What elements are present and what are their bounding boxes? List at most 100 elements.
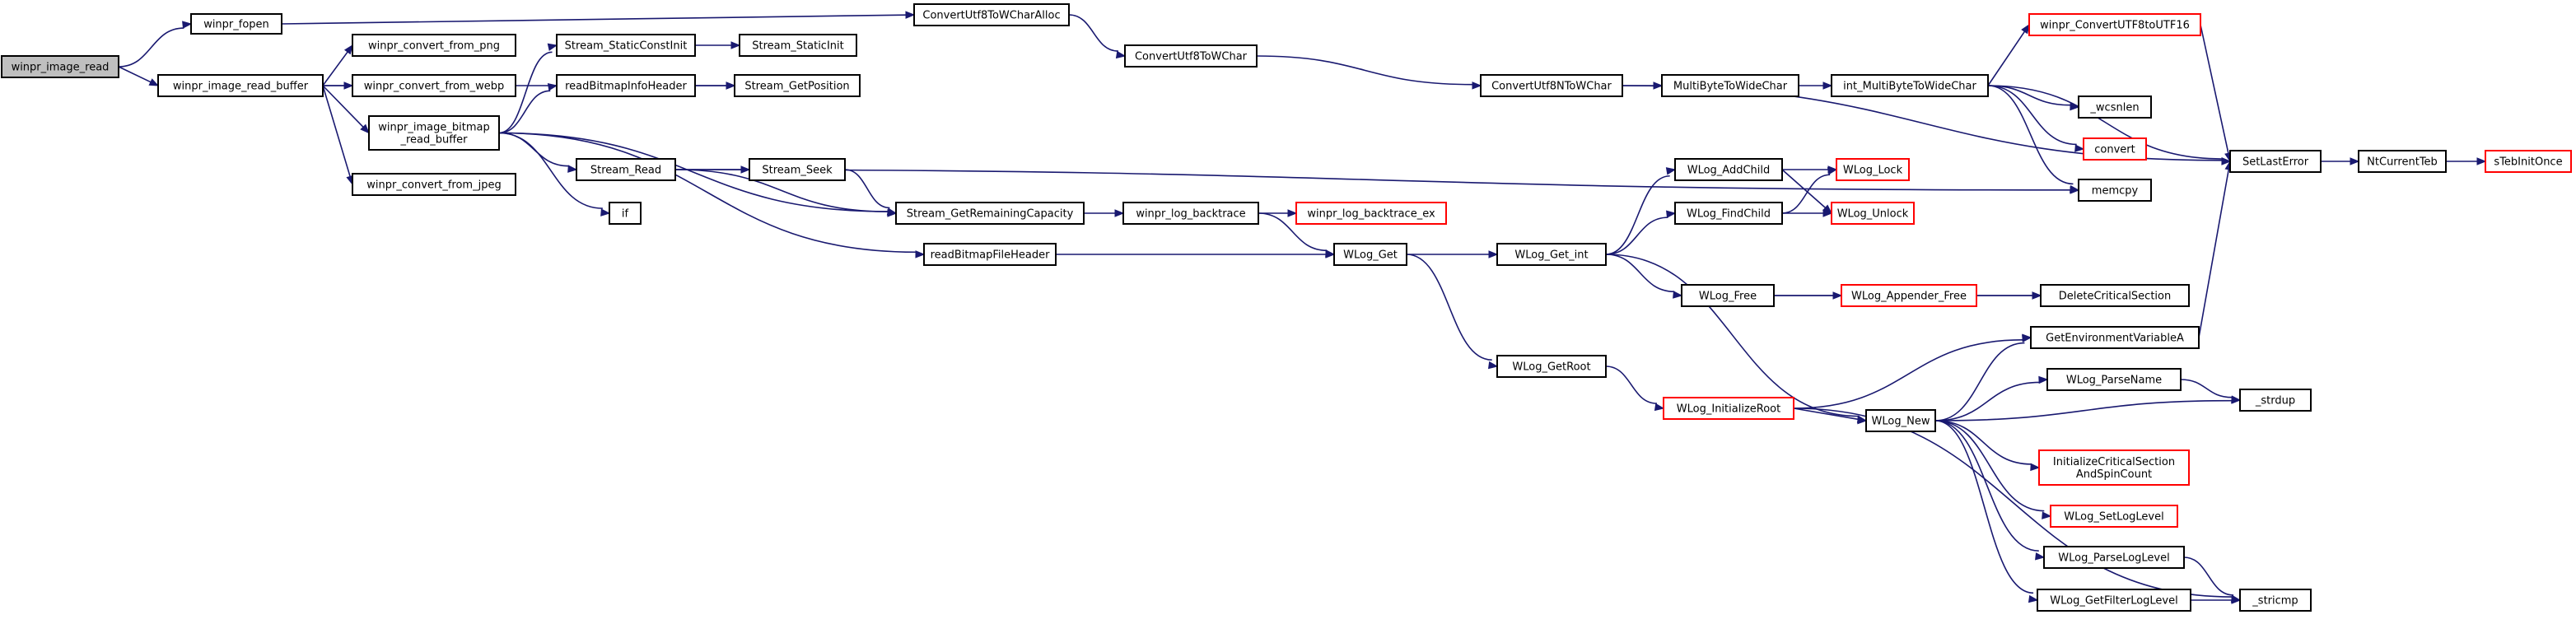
node-winpr-convert-from-webp[interactable]: winpr_convert_from_webp xyxy=(352,74,516,97)
edge-line xyxy=(1605,175,1670,255)
node-label: GetEnvironmentVariableA xyxy=(2046,333,2184,345)
node-setlasterror[interactable]: SetLastError xyxy=(2229,150,2322,173)
node-box xyxy=(1831,74,1989,97)
edge-line xyxy=(1987,85,2074,185)
node-if[interactable]: if xyxy=(609,202,642,225)
node-wlog-getroot[interactable]: WLog_GetRoot xyxy=(1496,355,1607,378)
node-box xyxy=(895,202,1085,225)
node-wlog-addchild[interactable]: WLog_AddChild xyxy=(1674,158,1783,181)
node-convert[interactable]: convert xyxy=(2083,137,2147,161)
edge-line xyxy=(322,51,348,86)
node-label: ConvertUtf8ToWCharAlloc xyxy=(922,10,1060,22)
node-label: winpr_log_backtrace xyxy=(1136,208,1245,221)
node-label: readBitmapFileHeader xyxy=(931,249,1051,262)
node-box xyxy=(2030,326,2200,349)
node-label: WLog_GetFilterLogLevel xyxy=(2050,595,2177,608)
node-stream-getremainingcapacity[interactable]: Stream_GetRemainingCapacity xyxy=(895,202,1085,225)
node-stebinitonce[interactable]: sTebInitOnce xyxy=(2485,150,2572,173)
node-convertutf8towcharalloc[interactable]: ConvertUtf8ToWCharAlloc xyxy=(913,3,1070,26)
node-ntcurrentteb[interactable]: NtCurrentTeb xyxy=(2358,150,2447,173)
node-wlog-appender-free[interactable]: WLog_Appender_Free xyxy=(1841,284,1977,307)
node-winpr-convert-from-jpeg[interactable]: winpr_convert_from_jpeg xyxy=(352,173,516,196)
node-stricmp[interactable]: _stricmp xyxy=(2239,589,2312,612)
node-box xyxy=(739,34,857,57)
node-label: convert xyxy=(2094,144,2135,156)
node-stream-staticconstinit[interactable]: Stream_StaticConstInit xyxy=(556,34,696,57)
node-label: winpr_convert_from_png xyxy=(368,40,500,53)
node-int-multibytetowidechar[interactable]: int_MultiByteToWideChar xyxy=(1831,74,1989,97)
node-label: WLog_ParseName xyxy=(2066,375,2162,387)
edge-line xyxy=(1934,342,2025,421)
edge-winpr-convertutf8toutf16-to-setlasterror xyxy=(2200,24,2233,163)
node-box xyxy=(368,115,500,151)
edge-arrowhead xyxy=(1673,291,1683,299)
node-label: Stream_GetPosition xyxy=(744,81,849,93)
node-getenvironmentvariablea[interactable]: GetEnvironmentVariableA xyxy=(2030,326,2200,349)
node-wcsnlen[interactable]: _wcsnlen xyxy=(2078,95,2152,119)
node-deletecriticalsection[interactable]: DeleteCriticalSection xyxy=(2040,284,2190,307)
node-wlog-new[interactable]: WLog_New xyxy=(1865,409,1936,432)
node-wlog-getfilterloglevel[interactable]: WLog_GetFilterLogLevel xyxy=(2037,589,2191,612)
edge-line xyxy=(1934,420,2045,512)
node-stream-getposition[interactable]: Stream_GetPosition xyxy=(734,74,861,97)
node-readbitmapfileheader[interactable]: readBitmapFileHeader xyxy=(923,243,1057,266)
node-wlog-initializeroot[interactable]: WLog_InitializeRoot xyxy=(1663,397,1794,420)
edge-wlog-new-to-getenvironmentvariablea xyxy=(1934,334,2032,421)
edge-arrowhead xyxy=(1654,403,1665,412)
node-winpr-log-backtrace-ex[interactable]: winpr_log_backtrace_ex xyxy=(1295,202,1447,225)
edge-wlog-get-to-wlog-getroot xyxy=(1406,254,1499,370)
edge-winpr-image-read-to-winpr-fopen xyxy=(118,21,193,68)
edge-line xyxy=(2180,379,2233,398)
node-winpr-convert-from-png[interactable]: winpr_convert_from_png xyxy=(352,34,516,57)
node-box xyxy=(2043,546,2185,569)
node-box xyxy=(1841,284,1977,307)
edge-arrowhead xyxy=(1822,81,1833,90)
edge-arrowhead xyxy=(1666,210,1677,218)
edge-line xyxy=(1934,399,2233,421)
node-label: WLog_New xyxy=(1872,416,1930,428)
node-wlog-unlock[interactable]: WLog_Unlock xyxy=(1831,202,1915,225)
edge-arrowhead xyxy=(2032,291,2042,300)
edge-winpr-image-read-to-winpr-image-read-buffer xyxy=(118,66,160,86)
edge-line xyxy=(498,132,603,209)
node-label: ConvertUtf8ToWChar xyxy=(1135,51,1248,63)
edge-line xyxy=(1605,217,1668,255)
node-wlog-free[interactable]: WLog_Free xyxy=(1681,284,1775,307)
node-wlog-findchild[interactable]: WLog_FindChild xyxy=(1674,202,1783,225)
node-convertutf8ntowchar[interactable]: ConvertUtf8NToWChar xyxy=(1480,74,1623,97)
node-strdup[interactable]: _strdup xyxy=(2239,389,2312,412)
node-readbitmapinfoheader[interactable]: readBitmapInfoHeader xyxy=(556,74,696,97)
edge-arrowhead xyxy=(182,21,193,29)
node-winpr-log-backtrace[interactable]: winpr_log_backtrace xyxy=(1122,202,1259,225)
node-label: WLog_InitializeRoot xyxy=(1677,403,1780,416)
node-stream-seek[interactable]: Stream_Seek xyxy=(749,158,846,181)
edge-wlog-initializeroot-to-wlog-new xyxy=(1793,407,1868,423)
edge-line xyxy=(1781,169,1827,208)
edge-arrowhead xyxy=(2231,596,2242,604)
node-winpr-image-read[interactable]: winpr_image_read xyxy=(1,55,119,78)
edge-line xyxy=(498,132,889,212)
node-wlog-get[interactable]: WLog_Get xyxy=(1333,243,1407,266)
node-label: ConvertUtf8NToWChar xyxy=(1491,81,1612,93)
node-wlog-lock[interactable]: WLog_Lock xyxy=(1836,158,1910,181)
node-wlog-parsename[interactable]: WLog_ParseName xyxy=(2046,368,2182,391)
node-winpr-fopen[interactable]: winpr_fopen xyxy=(190,13,282,35)
edge-winpr-image-bitmap-read-buffer-to-readbitmapinfoheader xyxy=(498,83,558,134)
node-memcpy[interactable]: memcpy xyxy=(2078,179,2152,202)
node-convertutf8towchar[interactable]: ConvertUtf8ToWChar xyxy=(1124,44,1258,68)
node-winpr-convertutf8toutf16[interactable]: winpr_ConvertUTF8toUTF16 xyxy=(2028,13,2201,36)
node-box xyxy=(2040,284,2190,307)
node-stream-staticinit[interactable]: Stream_StaticInit xyxy=(739,34,857,57)
node-stream-read[interactable]: Stream_Read xyxy=(576,158,676,181)
node-winpr-image-read-buffer[interactable]: winpr_image_read_buffer xyxy=(157,74,324,97)
node-winpr-image-bitmap-read-buffer[interactable]: winpr_image_bitmap_read_buffer xyxy=(368,115,500,151)
node-label: WLog_AddChild xyxy=(1687,165,1771,177)
node-wlog-get-int[interactable]: WLog_Get_int xyxy=(1496,243,1607,266)
node-wlog-parseloglevel[interactable]: WLog_ParseLogLevel xyxy=(2043,546,2185,569)
node-label: AndSpinCount xyxy=(2076,468,2152,481)
edge-arrowhead xyxy=(2074,144,2085,152)
node-wlog-setloglevel[interactable]: WLog_SetLogLevel xyxy=(2050,505,2178,528)
node-multibytetowidechar[interactable]: MultiByteToWideChar xyxy=(1661,74,1799,97)
edge-arrowhead xyxy=(2070,102,2080,111)
